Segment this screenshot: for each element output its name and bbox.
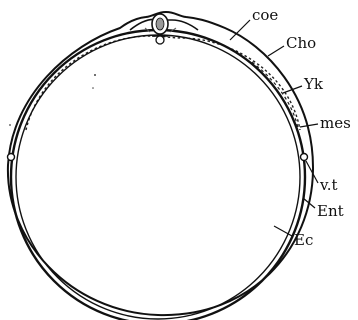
outer-ectoderm-outline [8, 12, 313, 315]
vitelline-vessel-right [301, 154, 308, 161]
label-ent: Ent [317, 202, 344, 220]
label-coe: coe [252, 6, 278, 24]
vitelline-vessel-left [8, 154, 15, 161]
label-ec: Ec [294, 231, 313, 249]
label-yk: Yk [303, 75, 324, 93]
label-cho: Cho [286, 34, 316, 52]
label-vt: v.t [319, 176, 338, 194]
mesoderm-inner-dashed [252, 62, 298, 128]
leader-lines [230, 20, 318, 236]
label-mes: mes [320, 114, 351, 132]
yolk-sac-outer-ring [11, 30, 305, 320]
